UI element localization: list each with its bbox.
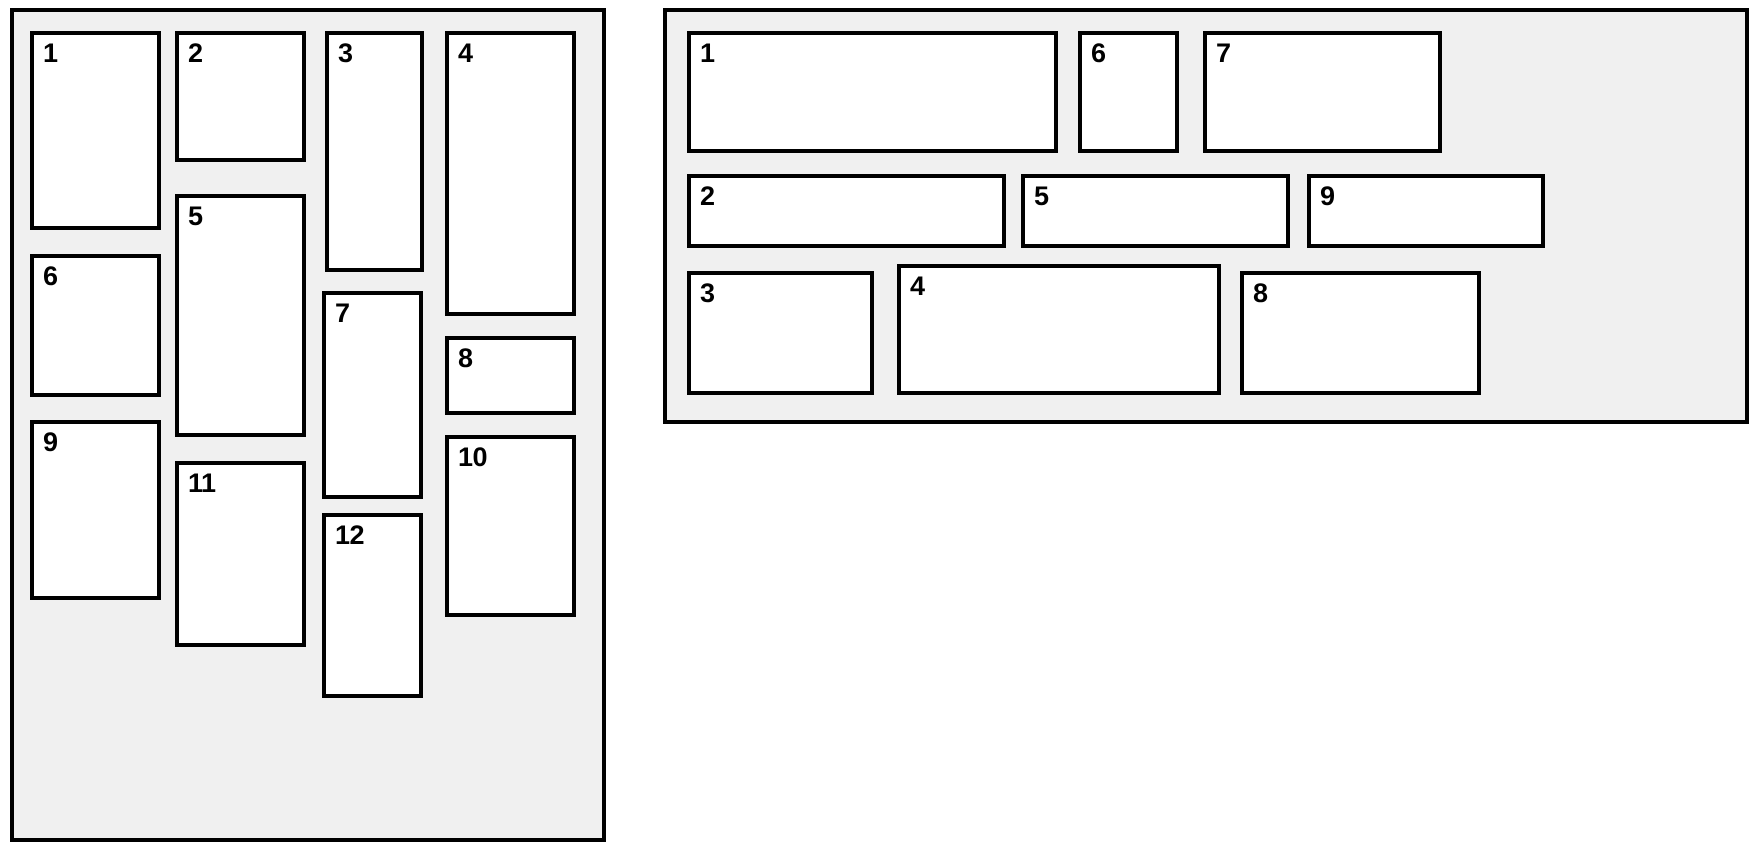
layout-box-label: 5: [188, 201, 203, 231]
layout-box-label: 10: [458, 442, 488, 472]
layout-box-5[interactable]: 5: [1021, 174, 1290, 248]
layout-box-label: 3: [700, 278, 715, 308]
layout-box-label: 2: [700, 181, 715, 211]
layout-box-2[interactable]: 2: [687, 174, 1006, 248]
layout-box-4[interactable]: 4: [897, 264, 1221, 395]
layout-box-label: 8: [1253, 278, 1268, 308]
layout-box-3[interactable]: 3: [687, 271, 874, 395]
layout-box-label: 8: [458, 343, 473, 373]
right-panel: 1 6 7 2 5 9 3 4 8: [663, 8, 1749, 424]
layout-box-7[interactable]: 7: [1203, 31, 1442, 153]
layout-box-label: 11: [188, 468, 216, 498]
layout-box-10[interactable]: 10: [445, 435, 576, 617]
layout-box-1[interactable]: 1: [687, 31, 1058, 153]
layout-box-label: 1: [700, 38, 715, 68]
layout-box-label: 9: [43, 427, 58, 457]
layout-box-12[interactable]: 12: [322, 513, 423, 698]
layout-box-label: 1: [43, 38, 58, 68]
layout-box-8[interactable]: 8: [1240, 271, 1481, 395]
layout-box-8[interactable]: 8: [445, 336, 576, 415]
layout-box-9[interactable]: 9: [1307, 174, 1545, 248]
layout-box-4[interactable]: 4: [445, 31, 576, 316]
layout-box-label: 12: [335, 520, 365, 550]
layout-box-7[interactable]: 7: [322, 291, 423, 499]
layout-box-6[interactable]: 6: [30, 254, 161, 397]
layout-box-label: 3: [338, 38, 353, 68]
layout-box-9[interactable]: 9: [30, 420, 161, 600]
layout-box-label: 5: [1034, 181, 1049, 211]
layout-box-1[interactable]: 1: [30, 31, 161, 230]
layout-box-5[interactable]: 5: [175, 194, 306, 437]
layout-box-label: 4: [910, 271, 925, 301]
layout-box-label: 2: [188, 38, 203, 68]
layout-box-6[interactable]: 6: [1078, 31, 1179, 153]
layout-box-3[interactable]: 3: [325, 31, 424, 272]
layout-box-label: 6: [43, 261, 58, 291]
layout-box-label: 7: [335, 298, 350, 328]
layout-box-label: 9: [1320, 181, 1335, 211]
layout-box-label: 4: [458, 38, 473, 68]
layout-box-label: 6: [1091, 38, 1106, 68]
layout-box-label: 7: [1216, 38, 1231, 68]
layout-box-11[interactable]: 11: [175, 461, 306, 647]
layout-box-2[interactable]: 2: [175, 31, 306, 162]
